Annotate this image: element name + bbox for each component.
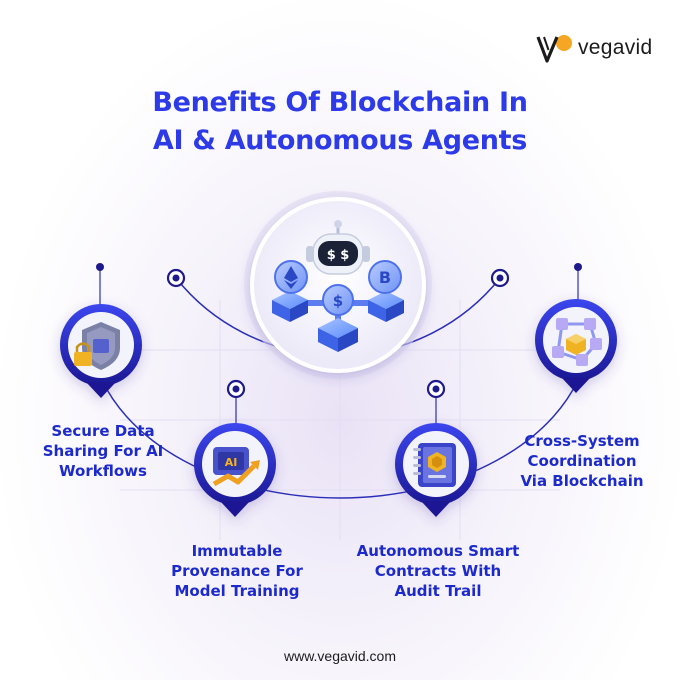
- robot-blockchain-network-icon: B $ $ $: [272, 220, 404, 352]
- bitcoin-coin-icon: B: [368, 260, 402, 294]
- blockchain-cube-left: [272, 291, 308, 322]
- dollar-coin-icon: $: [322, 284, 354, 316]
- cube-network-icon: [552, 318, 602, 366]
- ai-chip-growth-icon: AI: [212, 447, 260, 487]
- brand-name: vegavid: [578, 36, 653, 59]
- website-link[interactable]: www.vegavid.com: [283, 648, 397, 664]
- ring-node-left: [166, 268, 186, 288]
- page-title: Benefits Of Blockchain In AI & Autonomou…: [0, 84, 680, 160]
- benefit-label-secure-data: Secure Data Sharing For AI Workflows: [42, 422, 164, 480]
- brand-logo: vegavid: [536, 34, 666, 64]
- node-dot-left: [96, 263, 104, 271]
- blockchain-cube-bottom: [318, 318, 358, 352]
- robot-head-icon: $ $: [306, 220, 370, 275]
- svg-text:B: B: [379, 268, 391, 287]
- ring-node-mid-right: [426, 379, 446, 399]
- blockchain-cube-right: [368, 291, 404, 322]
- benefit-label-smart-contracts: Autonomous Smart Contracts With Audit Tr…: [356, 542, 520, 600]
- ethereum-coin-icon: [274, 260, 308, 294]
- smart-contract-notebook-icon: [413, 443, 456, 487]
- title-line-2: AI & Autonomous Agents: [152, 125, 528, 156]
- ring-node-right: [490, 268, 510, 288]
- inner-arc: [95, 364, 585, 499]
- node-dot-right: [574, 263, 582, 271]
- robot-eyes: $ $: [327, 248, 350, 263]
- title-line-1: Benefits Of Blockchain In: [152, 87, 528, 118]
- ai-badge-text: AI: [225, 456, 238, 469]
- ring-node-mid-left: [226, 379, 246, 399]
- benefit-label-cross-system: Cross-System Coordination Via Blockchain: [520, 432, 644, 490]
- benefit-label-immutable-provenance: Immutable Provenance For Model Training: [171, 542, 303, 600]
- svg-text:$: $: [333, 292, 343, 310]
- vegavid-logo-icon: [536, 35, 572, 63]
- shield-lock-icon: [74, 322, 120, 370]
